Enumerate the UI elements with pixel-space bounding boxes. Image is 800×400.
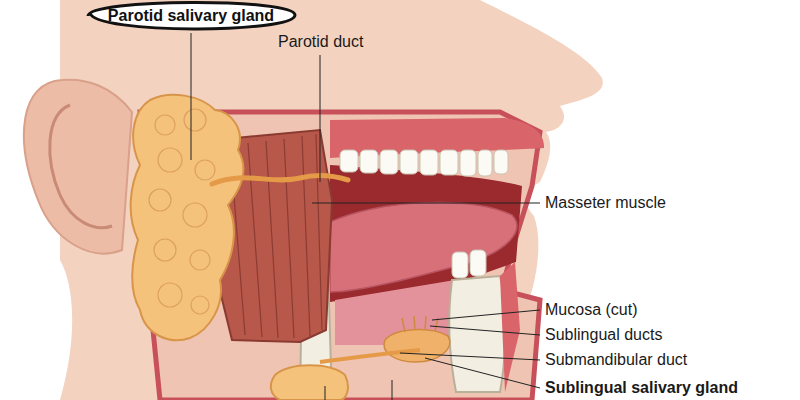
head-skin [60, 0, 603, 400]
part-label: Parotid duct [278, 32, 363, 52]
sublingual-ducts [402, 316, 438, 332]
leader-lines [191, 33, 540, 400]
heading-text: Parotid salivary gland [86, 6, 297, 26]
sublingual-gland [384, 330, 450, 362]
lower-teeth [452, 250, 486, 278]
upper-teeth [340, 150, 508, 176]
part-label: Sublingual ducts [545, 325, 662, 345]
part-label: Submandibular duct [545, 350, 687, 370]
gum [500, 262, 520, 392]
ear [24, 80, 132, 254]
submandibular-gland [271, 365, 348, 400]
ear-fold [50, 105, 112, 228]
part-label: Sublingual salivary gland [545, 378, 738, 398]
submandibular-duct [320, 350, 420, 362]
part-label: Masseter muscle [545, 193, 666, 213]
parotid-duct [212, 175, 348, 184]
circled-heading: Parotid salivary gland [86, 1, 297, 31]
parotid-gland [131, 95, 244, 340]
jaw-bone [449, 276, 505, 392]
part-label: Mucosa (cut) [545, 300, 637, 320]
gland-lobules [149, 109, 215, 314]
